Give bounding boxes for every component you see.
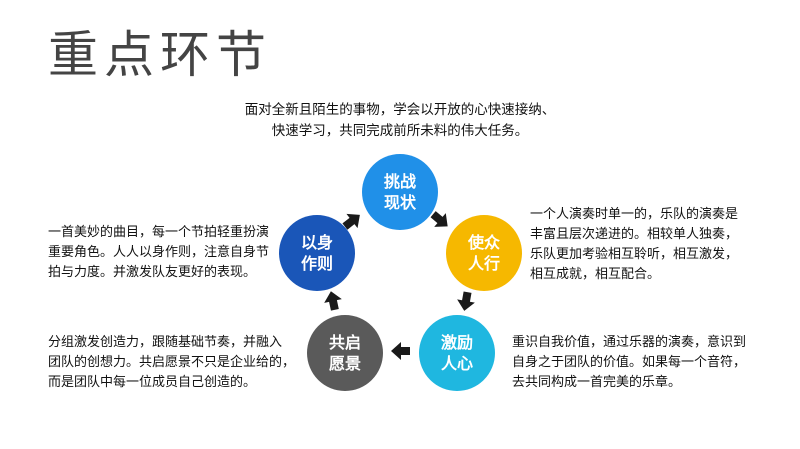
- desc-motivate-line3: 去共同构成一首完美的乐章。: [512, 375, 682, 390]
- node-example-line2: 作则: [300, 254, 333, 273]
- node-vision[interactable]: 共启 愿景: [307, 315, 383, 391]
- node-challenge-line2: 现状: [383, 193, 416, 212]
- subtitle-line-2: 快速学习，共同完成前所未料的伟大任务。: [271, 123, 529, 139]
- arrow-together-to-motivate: [457, 291, 475, 311]
- desc-together-line2: 丰富且层次递进的。相较单人独奏，: [530, 227, 739, 242]
- desc-vision-line2: 团队的创想力。共启愿景不只是企业给的，: [48, 355, 296, 370]
- node-vision-line2: 愿景: [328, 354, 361, 373]
- page-title: 重点环节: [48, 26, 272, 84]
- node-together-line2: 人行: [467, 254, 500, 273]
- desc-example-line3: 拍与力度。并激发队友更好的表现。: [48, 265, 257, 280]
- arrow-vision-to-example: [324, 291, 342, 311]
- desc-motivate-line2: 自身之于团队的价值。如果每一个音符，: [512, 355, 747, 370]
- node-together[interactable]: 使众 人行: [446, 215, 522, 291]
- desc-together: 一个人演奏时单一的，乐队的演奏是 丰富且层次递进的。相较单人独奏， 乐队更加考验…: [530, 205, 738, 285]
- node-challenge[interactable]: 挑战 现状: [362, 154, 438, 230]
- node-motivate-line1: 激励: [440, 333, 473, 352]
- desc-example-line2: 重要角色。人人以身作则，注意自身节: [48, 245, 270, 260]
- desc-motivate-line1: 重识自我价值，通过乐器的演奏，意识到: [512, 335, 747, 350]
- desc-together-line4: 相互成就，相互配合。: [530, 267, 661, 282]
- node-example-line1: 以身: [300, 233, 333, 252]
- node-together-line1: 使众: [467, 233, 500, 252]
- desc-motivate: 重识自我价值，通过乐器的演奏，意识到 自身之于团队的价值。如果每一个音符， 去共…: [512, 333, 746, 393]
- desc-vision: 分组激发创造力，跟随基础节奏，并融入 团队的创想力。共启愿景不只是企业给的， 而…: [48, 333, 295, 393]
- node-challenge-line1: 挑战: [383, 172, 416, 191]
- arrow-motivate-to-vision: [391, 342, 410, 360]
- desc-example-line1: 一首美妙的曲目，每一个节拍轻重扮演: [48, 225, 270, 240]
- desc-together-line1: 一个人演奏时单一的，乐队的演奏是: [530, 207, 739, 222]
- desc-vision-line3: 而是团队中每一位成员自己创造的。: [48, 375, 257, 390]
- desc-together-line3: 乐队更加考验相互聆听，相互激发，: [530, 247, 739, 262]
- node-motivate[interactable]: 激励 人心: [419, 315, 495, 391]
- node-example[interactable]: 以身 作则: [279, 215, 355, 291]
- node-motivate-line2: 人心: [440, 354, 473, 373]
- node-vision-line1: 共启: [328, 333, 361, 352]
- desc-example: 一首美妙的曲目，每一个节拍轻重扮演 重要角色。人人以身作则，注意自身节 拍与力度…: [48, 223, 269, 283]
- subtitle-line-1: 面对全新且陌生的事物，学会以开放的心快速接纳、: [244, 102, 556, 118]
- desc-vision-line1: 分组激发创造力，跟随基础节奏，并融入: [48, 335, 283, 350]
